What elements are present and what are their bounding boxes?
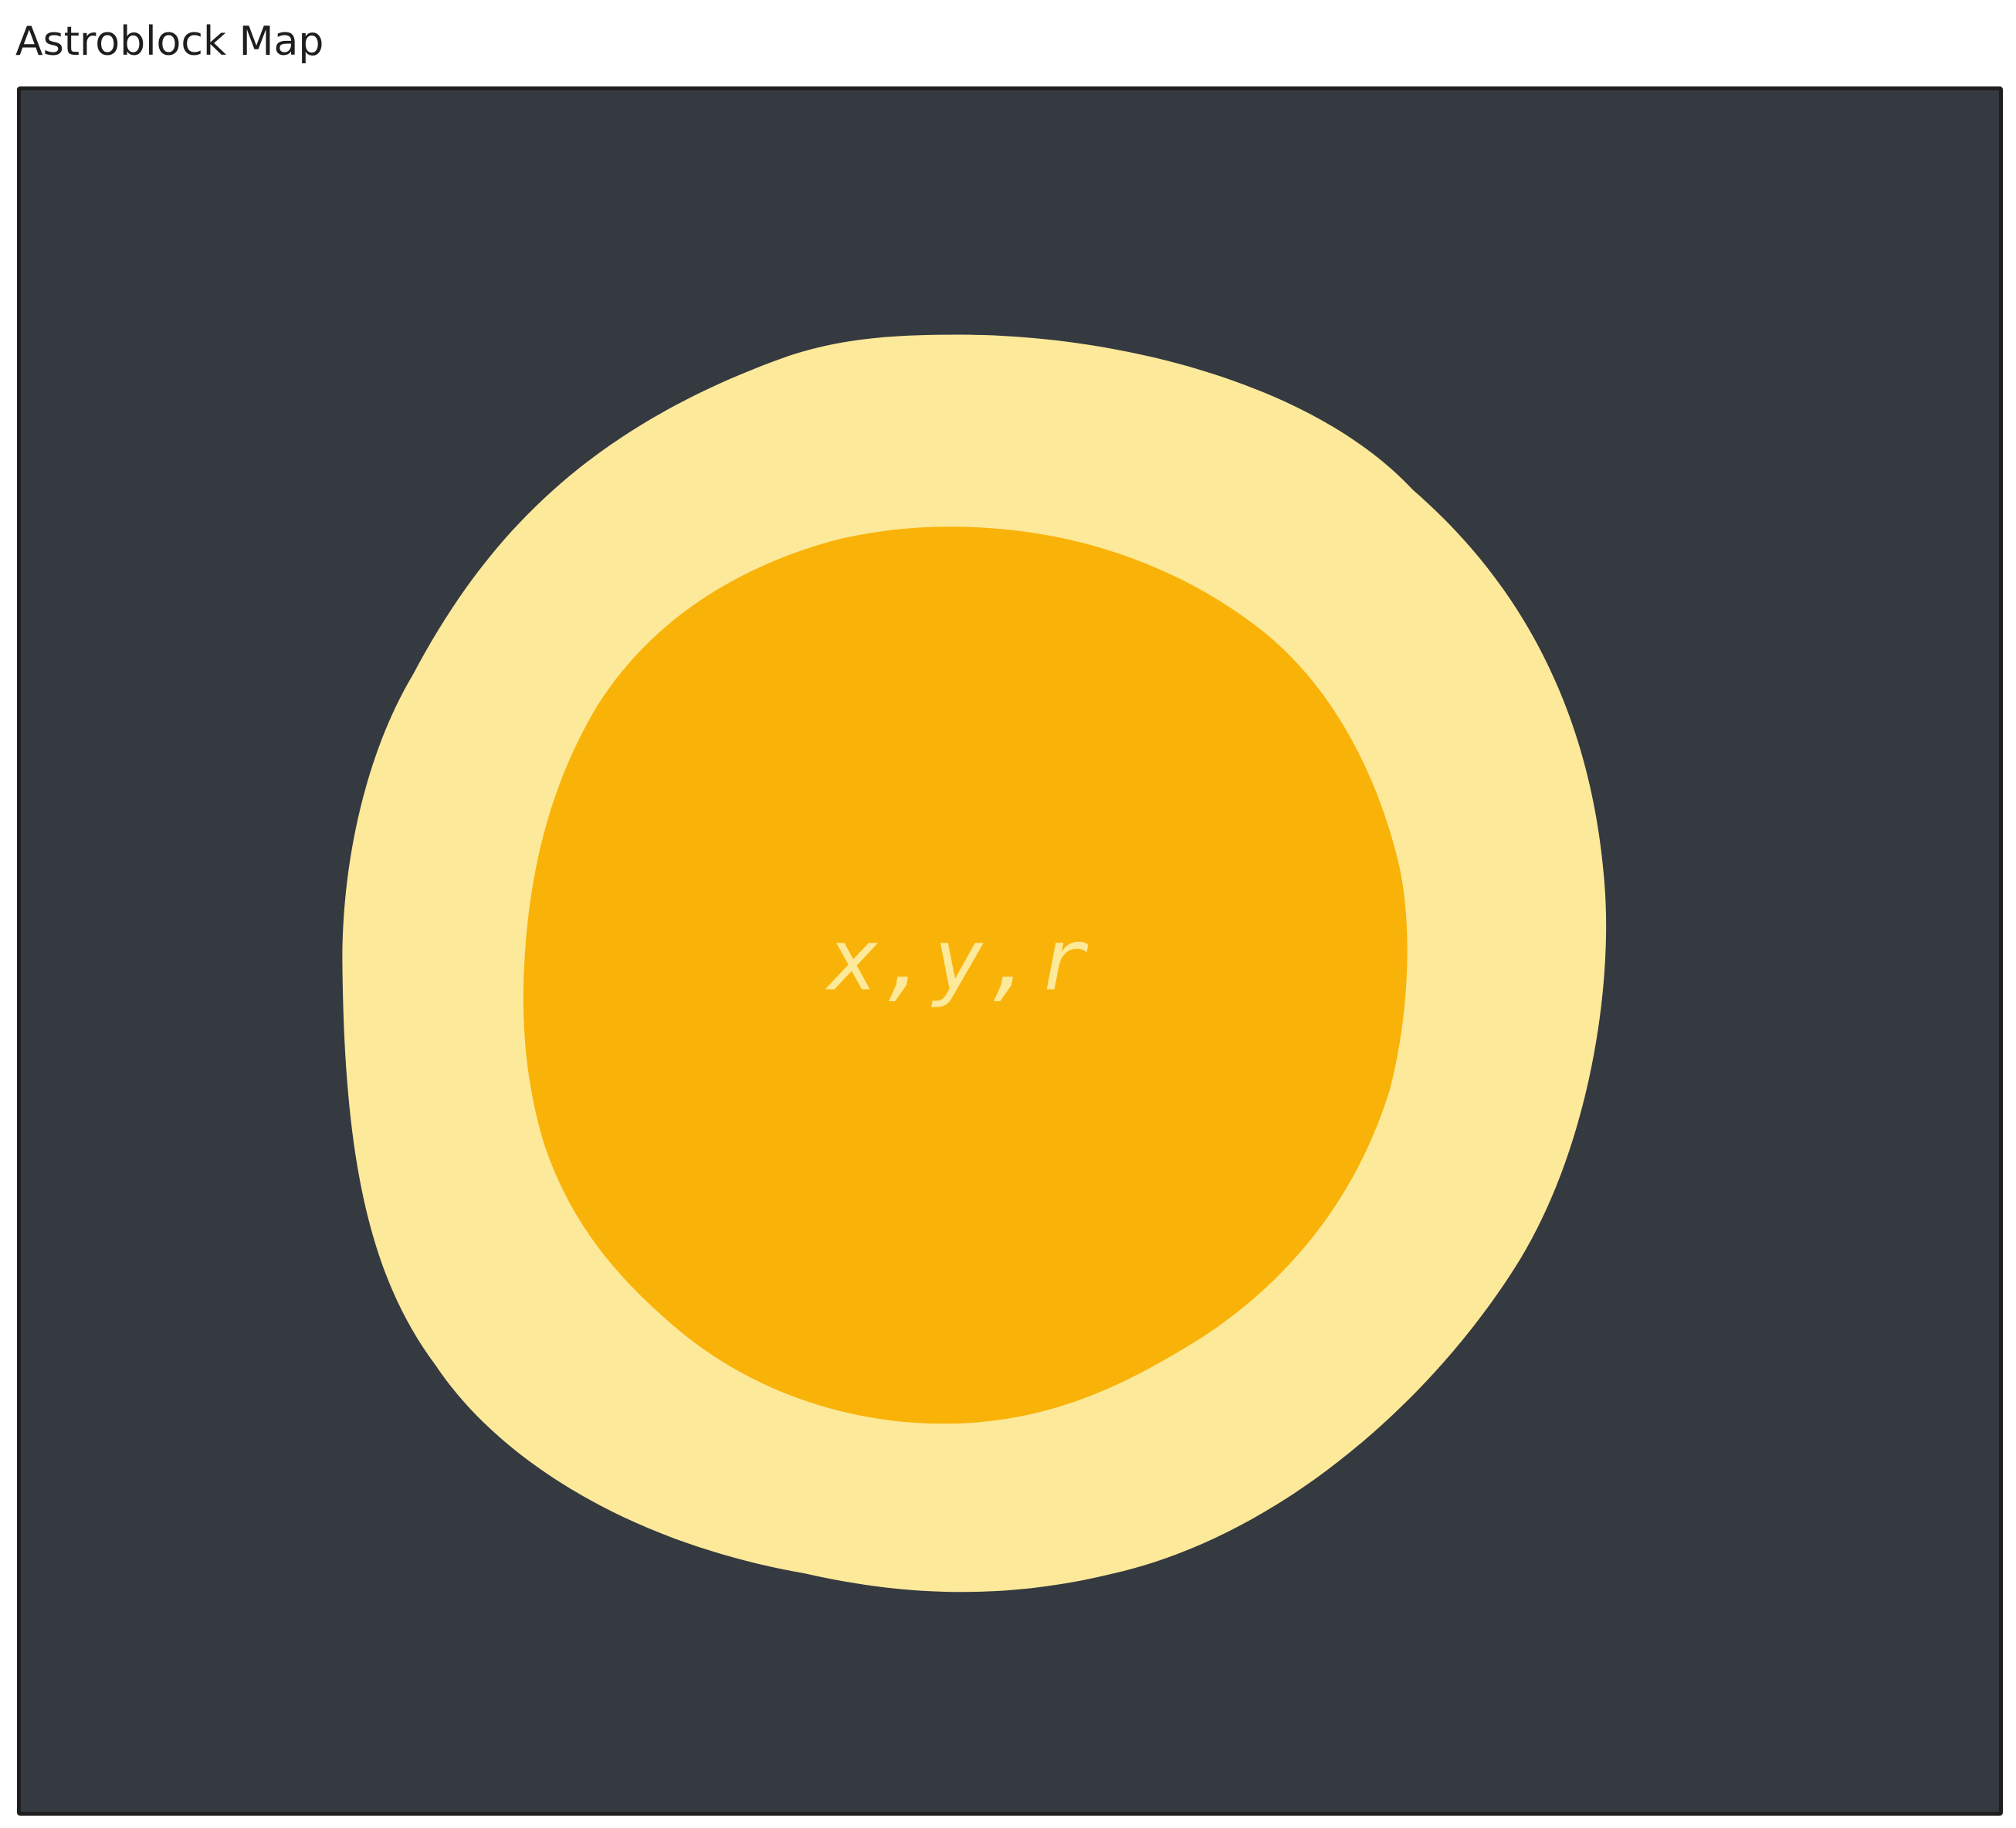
map-canvas[interactable]: x,y,r xyxy=(17,86,2003,1816)
sun-label: x,y,r xyxy=(825,911,1090,1010)
sun-core[interactable] xyxy=(523,526,1408,1424)
map-drawing: x,y,r xyxy=(342,334,1607,1593)
page-title: Astroblock Map xyxy=(15,19,324,65)
